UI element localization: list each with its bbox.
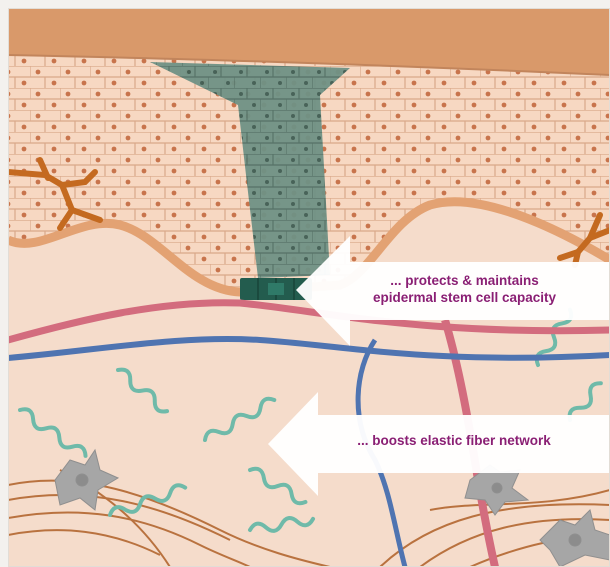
- elastic-fiber-callout-line1: ... boosts elastic fiber network: [304, 432, 604, 449]
- stem-cell-callout-line1: ... protects & maintains: [322, 272, 607, 289]
- stem-cell-callout-line2: epidermal stem cell capacity: [322, 289, 607, 306]
- elastic-fiber-callout: ... boosts elastic fiber network: [304, 432, 604, 449]
- stem-cell-callout: ... protects & maintains epidermal stem …: [322, 272, 607, 306]
